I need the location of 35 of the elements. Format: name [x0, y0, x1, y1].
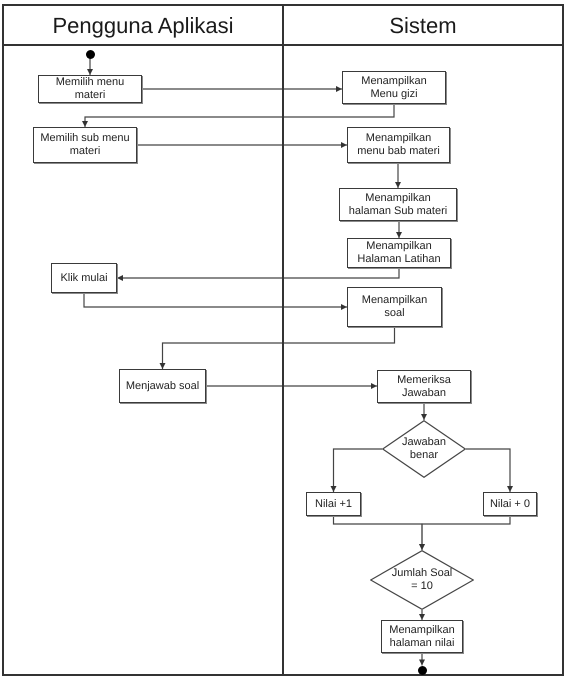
- activity-box: Memilih sub menu materi: [33, 127, 137, 163]
- decision-diamond: Jawaban benar: [382, 420, 466, 478]
- arrow: [142, 86, 342, 92]
- arrow: [330, 448, 382, 492]
- activity-box: Nilai +1: [306, 492, 361, 516]
- arrow: [87, 58, 93, 75]
- activity-box: Menampilkan Halaman Latihan: [347, 238, 451, 268]
- activity-box: Menampilkan halaman nilai: [381, 620, 463, 653]
- arrow: [206, 383, 377, 389]
- arrow: [83, 293, 347, 310]
- arrow: [137, 142, 347, 148]
- swimlane: [2, 4, 284, 676]
- arrow: [396, 221, 402, 238]
- arrow: [160, 327, 396, 369]
- activity-box: Memeriksa Jawaban: [377, 370, 471, 403]
- lane-header: Pengguna Aplikasi: [4, 6, 282, 46]
- activity-box: Klik mulai: [51, 263, 117, 293]
- activity-box: Menjawab soal: [119, 369, 206, 403]
- arrow: [419, 653, 425, 666]
- lane-header: Sistem: [284, 6, 562, 46]
- arrow: [421, 403, 427, 420]
- arrow: [395, 163, 401, 188]
- arrow: [419, 516, 511, 550]
- swimlane: [282, 4, 564, 676]
- activity-box: Menampilkan soal: [347, 287, 442, 327]
- arrow: [466, 448, 513, 492]
- arrow: [117, 268, 400, 281]
- decision-diamond: Jumlah Soal = 10: [370, 550, 474, 610]
- activity-box: Nilai + 0: [483, 492, 537, 516]
- activity-box: Menampilkan Menu gizi: [342, 71, 446, 104]
- activity-box: Memilih menu materi: [38, 75, 142, 103]
- activity-box: Menampilkan menu bab materi: [347, 127, 450, 163]
- activity-box: Menampilkan halaman Sub materi: [339, 188, 457, 221]
- arrow: [82, 104, 395, 127]
- arrow: [419, 610, 425, 620]
